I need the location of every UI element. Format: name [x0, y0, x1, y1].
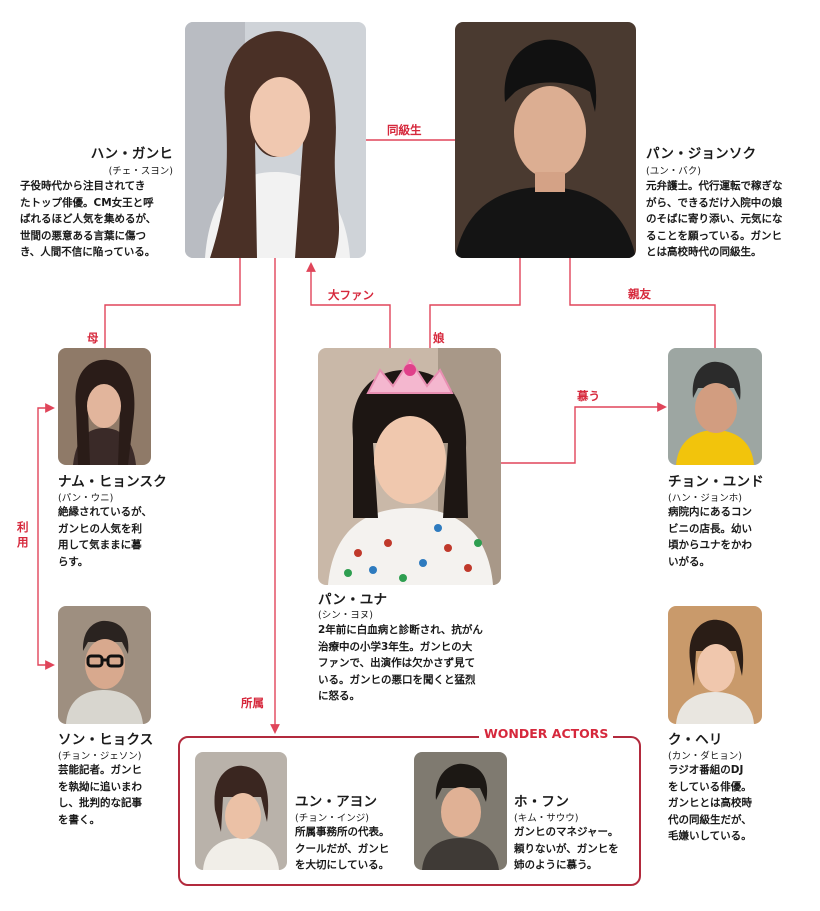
relation-label-affiliation: 所属 — [241, 695, 264, 711]
chon-yundo-photo — [668, 348, 762, 465]
relation-label-admires: 慕う — [577, 388, 600, 404]
nam-hyonsuk-description: 絶縁されているが、 ガンヒの人気を利 用して気ままに暮 らす。 — [58, 506, 152, 568]
ho-fun-actor: (キム・サウウ) — [514, 813, 579, 824]
yun-ayon-actor: (チョン・インジ) — [295, 813, 369, 824]
pan-jongsok-photo — [455, 22, 636, 258]
ku-heri-name: ク・ヘリ — [668, 732, 723, 748]
relation-label-classmates: 同級生 — [387, 122, 422, 138]
chon-yundo-actor: (ハン・ジョンホ) — [668, 493, 742, 504]
han-ganhi-actor: (チェ・スヨン) — [108, 166, 173, 177]
ho-fun-description: ガンヒのマネジャー。 頼りないが、ガンヒを 姉のように慕う。 — [514, 826, 619, 871]
line-uses — [37, 403, 55, 670]
son-hyokusu-name: ソン・ヒョクス — [58, 732, 154, 748]
ho-fun-name: ホ・フン — [514, 794, 570, 810]
son-hyokusu-photo — [58, 606, 151, 724]
wonder-actors-group-box — [178, 736, 641, 886]
pan-yuna-actor: (シン・ヨヌ) — [318, 610, 373, 621]
pan-yuna-description: 2年前に白血病と診断され、抗がん 治療中の小学3年生。ガンヒの大 ファンで、出演… — [318, 624, 483, 702]
nam-hyonsuk-name: ナム・ヒョンスク — [58, 474, 167, 490]
line-daughter — [429, 258, 521, 348]
pan-jongsok-name: パン・ジョンソク — [646, 146, 757, 162]
son-hyokusu-actor: (チョン・ジェソン) — [58, 751, 142, 762]
relation-label-best-friend: 親友 — [628, 286, 651, 302]
relation-label-uses: 利用 — [17, 520, 31, 550]
yun-ayon-photo — [195, 752, 287, 870]
yun-ayon-name: ユン・アヨン — [295, 794, 378, 810]
chon-yundo-description: 病院内にあるコン ビニの店長。幼い 頃からユナをかわ いがる。 — [668, 506, 752, 568]
line-admires — [500, 402, 667, 464]
line-mother — [104, 258, 241, 348]
nam-hyonsuk-photo — [58, 348, 151, 465]
relation-label-daughter: 娘 — [433, 330, 445, 346]
pan-yuna-photo — [318, 348, 501, 585]
han-ganhi-name: ハン・ガンヒ — [90, 146, 173, 162]
line-big-fan — [306, 262, 391, 348]
pan-jongsok-description: 元弁護士。代行運転で稼ぎな がら、できるだけ入院中の娘 のそばに寄り添い、元気に… — [646, 180, 783, 258]
ku-heri-photo — [668, 606, 762, 724]
nam-hyonsuk-actor: (パン・ウニ) — [58, 493, 114, 504]
son-hyokusu-description: 芸能記者。ガンヒ を執拗に追いまわ し、批判的な記事 を書く。 — [58, 764, 142, 826]
ho-fun-photo — [414, 752, 507, 870]
ku-heri-actor: (カン・ダヒョン) — [668, 751, 742, 762]
pan-jongsok-actor: (ユン・バク) — [646, 166, 701, 177]
chon-yundo-name: チョン・ユンド — [668, 474, 764, 490]
relation-label-big-fan: 大ファン — [328, 287, 374, 303]
pan-yuna-name: パン・ユナ — [318, 592, 388, 608]
ku-heri-description: ラジオ番組のDJ をしている俳優。 ガンヒとは高校時 代の同級生だが、 毛嫌いし… — [668, 764, 752, 842]
relation-label-mother: 母 — [87, 330, 99, 346]
wonder-actors-title: WONDER ACTORS — [479, 726, 614, 741]
han-ganhi-photo — [185, 22, 366, 258]
han-ganhi-description: 子役時代から注目されてき たトップ俳優。CM女王と呼 ばれるほど人気を集めるが、… — [20, 180, 157, 258]
yun-ayon-description: 所属事務所の代表。 クールだが、ガンヒ を大切にしている。 — [295, 826, 390, 871]
line-best-friend — [569, 258, 716, 348]
